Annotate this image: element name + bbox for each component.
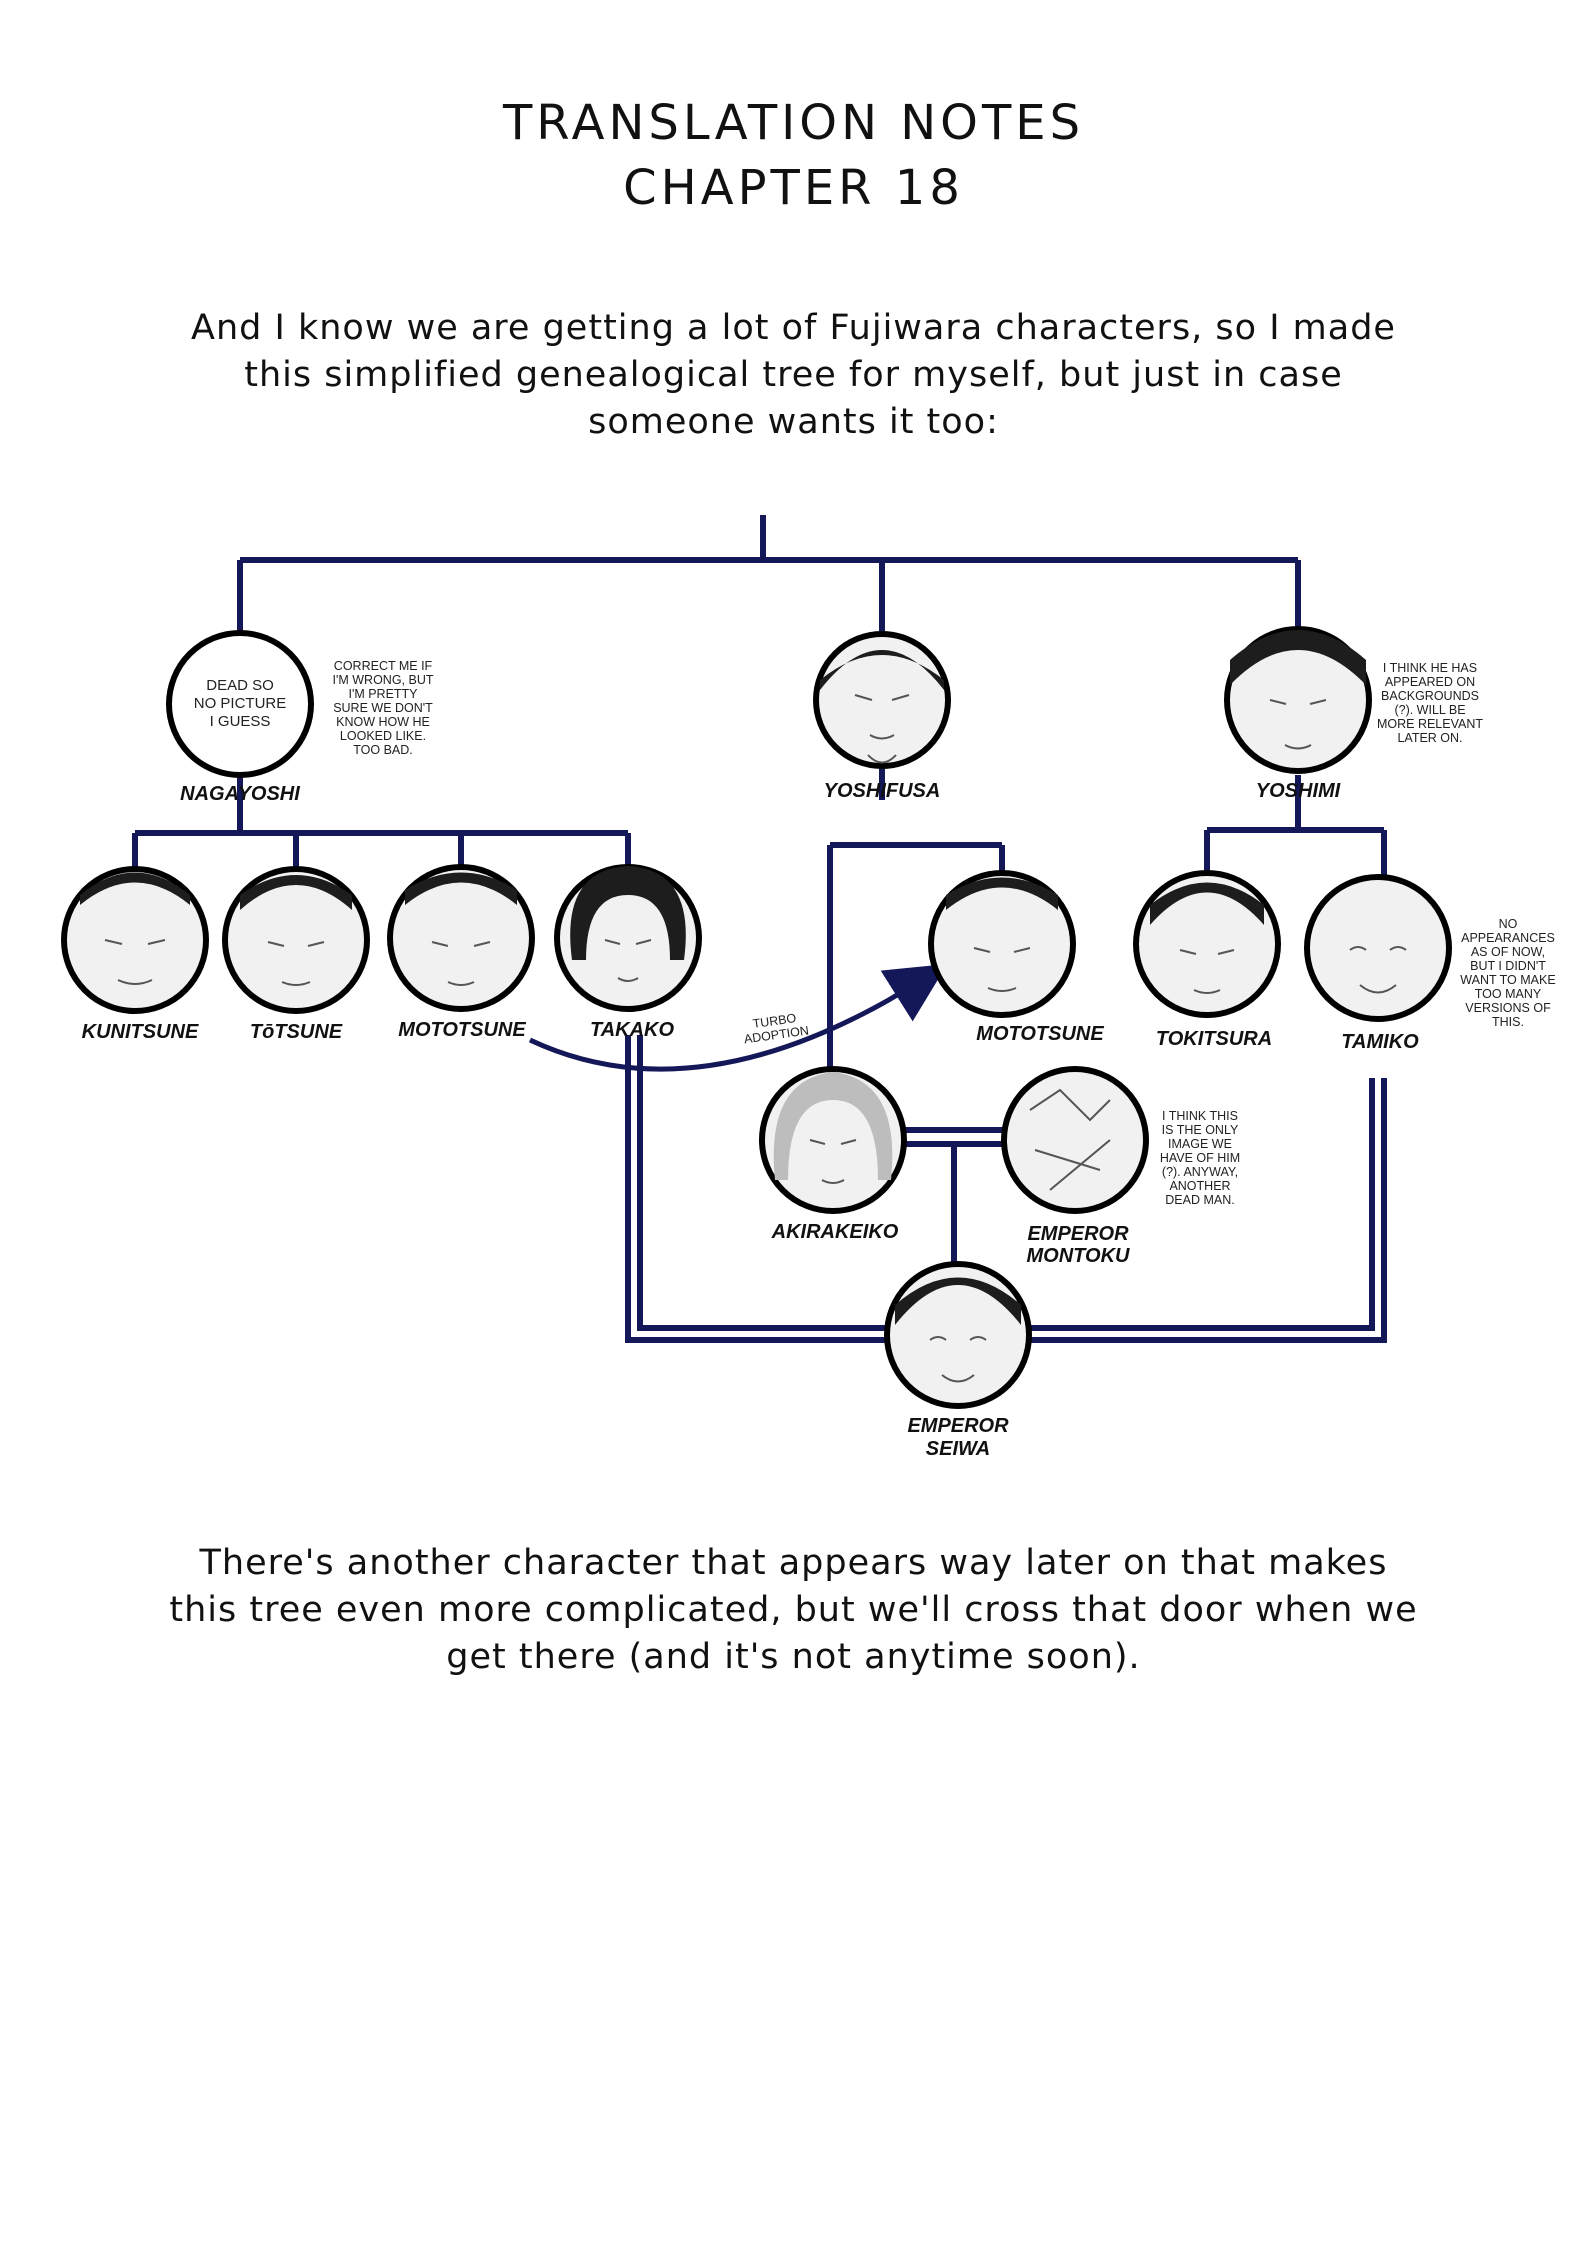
member-name: MOTOTSUNE: [398, 1019, 526, 1041]
member-name: TōTSUNE: [250, 1021, 343, 1043]
svg-text:LATER ON.: LATER ON.: [1397, 731, 1462, 745]
totsune-portrait: [222, 866, 370, 1014]
note-yoshimi: I THINK HE HAS APPEARED ON BACKGROUNDS (…: [1377, 661, 1483, 745]
member-totsune: TōTSUNE: [222, 866, 370, 1043]
svg-text:HAVE OF HIM: HAVE OF HIM: [1160, 1151, 1240, 1165]
placeholder-text: DEAD SO: [206, 677, 274, 694]
member-name: YOSHIMI: [1256, 780, 1341, 802]
seiwa-portrait: [884, 1261, 1032, 1409]
genealogy-tree: DEAD SO NO PICTURE I GUESS NAGAYOSHI YOS…: [61, 515, 1556, 1460]
member-mototsune-birth: MOTOTSUNE: [387, 864, 535, 1041]
member-name: TAMIKO: [1341, 1031, 1419, 1053]
tokitsura-portrait: [1133, 870, 1281, 1018]
svg-text:I THINK HE HAS: I THINK HE HAS: [1383, 661, 1477, 675]
svg-text:BACKGROUNDS: BACKGROUNDS: [1381, 689, 1479, 703]
yoshimi-children-line: [1204, 775, 1387, 880]
outro-paragraph: There's another character that appears w…: [100, 1540, 1487, 1681]
adoption-arrow: [528, 964, 948, 1072]
member-nagayoshi: DEAD SO NO PICTURE I GUESS NAGAYOSHI: [166, 630, 314, 805]
svg-text:ANOTHER: ANOTHER: [1169, 1179, 1230, 1193]
svg-text:WANT TO MAKE: WANT TO MAKE: [1460, 973, 1555, 987]
page-title: TRANSLATION NOTES: [502, 95, 1085, 151]
svg-text:(?). WILL BE: (?). WILL BE: [1394, 703, 1465, 717]
member-name: TOKITSURA: [1156, 1028, 1272, 1050]
svg-text:IMAGE WE: IMAGE WE: [1168, 1137, 1232, 1151]
intro-line: And I know we are getting a lot of Fujiw…: [191, 308, 1396, 348]
placeholder-text: I GUESS: [210, 713, 271, 730]
svg-text:CORRECT ME IF: CORRECT ME IF: [334, 659, 433, 673]
svg-text:TOO MANY: TOO MANY: [1475, 987, 1542, 1001]
note-tamiko: NO APPEARANCES AS OF NOW, BUT I DIDN'T W…: [1460, 917, 1555, 1029]
placeholder-text: NO PICTURE: [194, 695, 287, 712]
svg-text:DEAD MAN.: DEAD MAN.: [1165, 1193, 1234, 1207]
member-name: KUNITSUNE: [82, 1021, 199, 1043]
svg-text:SURE WE DON'T: SURE WE DON'T: [333, 701, 433, 715]
member-name: TAKAKO: [590, 1019, 675, 1041]
svg-text:APPEARANCES: APPEARANCES: [1461, 931, 1555, 945]
yoshifusa-portrait: [813, 631, 951, 769]
member-kunitsune: KUNITSUNE: [61, 866, 209, 1043]
svg-text:VERSIONS OF: VERSIONS OF: [1465, 1001, 1551, 1015]
member-yoshifusa: YOSHIFUSA: [813, 631, 951, 802]
member-montoku: EMPEROR MONTOKU: [1001, 1066, 1149, 1267]
intro-line: this simplified genealogical tree for my…: [244, 355, 1343, 395]
member-mototsune-adopted: MOTOTSUNE: [928, 870, 1104, 1045]
nagayoshi-portrait-placeholder: [166, 630, 314, 778]
svg-text:BUT I DIDN'T: BUT I DIDN'T: [1470, 959, 1546, 973]
takako-seiwa-marriage-line: [625, 1035, 895, 1343]
svg-text:I THINK THIS: I THINK THIS: [1162, 1109, 1238, 1123]
tamiko-portrait: [1304, 874, 1452, 1022]
member-name: EMPEROR: [907, 1415, 1009, 1437]
tree-lines: [132, 515, 1387, 1343]
member-takako: TAKAKO: [554, 864, 702, 1041]
akirakeiko-montoku-marriage-line: [900, 1127, 1008, 1147]
intro-paragraph: And I know we are getting a lot of Fujiw…: [100, 305, 1487, 446]
outro-line: get there (and it's not anytime soon).: [446, 1637, 1141, 1677]
mototsune-portrait: [387, 864, 535, 1012]
member-akirakeiko: AKIRAKEIKO: [759, 1066, 907, 1243]
intro-line: someone wants it too:: [588, 402, 999, 442]
outro-line: There's another character that appears w…: [199, 1543, 1388, 1583]
root-line: [237, 515, 1301, 640]
note-montoku: I THINK THIS IS THE ONLY IMAGE WE HAVE O…: [1160, 1109, 1240, 1207]
mototsune-adopted-portrait: [928, 870, 1076, 1018]
svg-text:I'M WRONG, BUT: I'M WRONG, BUT: [333, 673, 434, 687]
svg-text:IS THE ONLY: IS THE ONLY: [1162, 1123, 1239, 1137]
member-name: EMPEROR: [1027, 1223, 1129, 1245]
outro-line: this tree even more complicated, but we'…: [169, 1590, 1418, 1630]
nagayoshi-children-line: [132, 775, 631, 872]
svg-text:APPEARED ON: APPEARED ON: [1385, 675, 1475, 689]
svg-text:TURBO: TURBO: [752, 1011, 798, 1031]
yoshimi-portrait: [1224, 626, 1372, 774]
member-name: NAGAYOSHI: [180, 783, 300, 805]
svg-text:KNOW HOW HE: KNOW HOW HE: [336, 715, 430, 729]
member-name: AKIRAKEIKO: [771, 1221, 899, 1243]
svg-text:(?). ANYWAY,: (?). ANYWAY,: [1162, 1165, 1238, 1179]
member-tamiko: TAMIKO: [1304, 874, 1452, 1053]
note-nagayoshi: CORRECT ME IF I'M WRONG, BUT I'M PRETTY …: [333, 659, 434, 757]
svg-text:NO: NO: [1499, 917, 1518, 931]
yoshifusa-children-line: [827, 765, 1005, 1075]
svg-text:TOO BAD.: TOO BAD.: [353, 743, 413, 757]
member-yoshimi: YOSHIMI: [1224, 626, 1372, 802]
svg-text:THIS.: THIS.: [1492, 1015, 1524, 1029]
member-name: YOSHIFUSA: [824, 780, 941, 802]
svg-text:MORE RELEVANT: MORE RELEVANT: [1377, 717, 1483, 731]
svg-text:LOOKED LIKE.: LOOKED LIKE.: [340, 729, 426, 743]
member-tokitsura: TOKITSURA: [1133, 870, 1281, 1050]
svg-text:AS OF NOW,: AS OF NOW,: [1471, 945, 1545, 959]
svg-text:I'M PRETTY: I'M PRETTY: [348, 687, 418, 701]
chapter-subtitle: CHAPTER 18: [623, 160, 964, 216]
member-name: MOTOTSUNE: [976, 1023, 1104, 1045]
member-seiwa: EMPEROR SEIWA: [884, 1261, 1032, 1460]
member-name: MONTOKU: [1027, 1245, 1131, 1267]
member-name: SEIWA: [926, 1438, 990, 1460]
kunitsune-portrait: [61, 866, 209, 1014]
montoku-portrait: [1001, 1066, 1149, 1214]
tamiko-seiwa-marriage-line: [1025, 1078, 1387, 1343]
